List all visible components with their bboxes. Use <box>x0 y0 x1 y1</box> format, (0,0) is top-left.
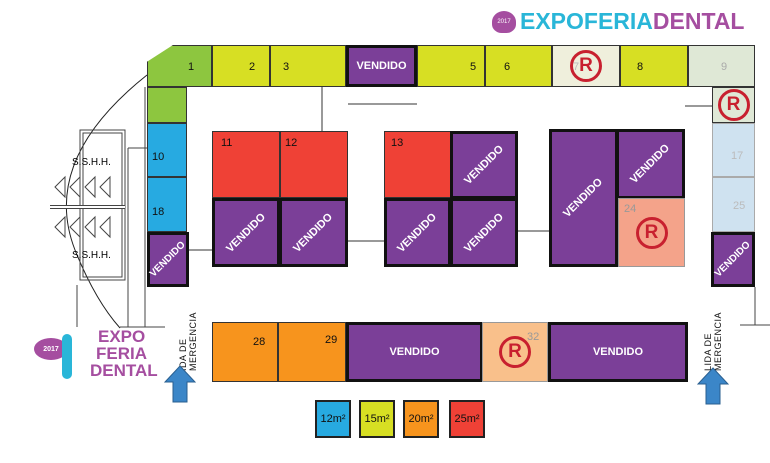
booth-number: 11 <box>221 137 233 149</box>
tooth-root-shape <box>62 334 72 379</box>
exit-arrow-icon[interactable] <box>164 365 196 403</box>
booth-sold[interactable]: VENDIDO <box>346 322 483 382</box>
booth-reserved[interactable]: R <box>712 87 755 123</box>
booth-number: 25 <box>733 200 746 212</box>
sold-label: VENDIDO <box>291 210 336 255</box>
booth-number: 8 <box>637 61 644 73</box>
exit-text: MERGENCIA <box>713 311 723 371</box>
restroom-label: S.S.H.H. <box>72 157 111 168</box>
logo-feria: FERIA <box>96 344 147 363</box>
logo-expo: EXPO <box>98 327 146 346</box>
legend-label: 20m² <box>408 413 434 425</box>
booth-29[interactable]: 29 <box>278 322 346 382</box>
sold-label: VENDIDO <box>561 176 606 220</box>
booth-number: 32 <box>527 331 540 343</box>
sold-label: VENDIDO <box>462 210 506 255</box>
sold-label: VENDIDO <box>713 239 753 280</box>
booth-5[interactable]: 5 <box>417 45 485 87</box>
legend-label: 25m² <box>454 413 480 425</box>
booth-sold[interactable]: VENDIDO <box>548 322 688 382</box>
logo-expo: EXPO <box>520 8 584 34</box>
booth-12[interactable]: 12 <box>280 131 348 198</box>
sold-label: VENDIDO <box>592 346 644 358</box>
booth-sold[interactable]: VENDIDO <box>384 198 451 267</box>
booth-28[interactable]: 28 <box>212 322 278 382</box>
booth-sold[interactable]: VENDIDO <box>450 198 518 267</box>
booth-number: 3 <box>283 61 290 73</box>
booth-sold[interactable]: VENDIDO <box>279 198 348 267</box>
sold-label: VENDIDO <box>628 142 673 186</box>
logo-top: 2017 EXPO FERIA DENTAL <box>492 8 744 35</box>
logo-dental: DENTAL <box>652 8 745 34</box>
legend-20m2: 20m² <box>403 400 439 438</box>
booth-10[interactable]: 10 <box>147 123 187 177</box>
sold-label: VENDIDO <box>224 210 268 255</box>
booth-25[interactable]: 25 <box>712 177 755 232</box>
legend-label: 15m² <box>364 413 390 425</box>
logo-feria: FERIA <box>583 8 653 34</box>
booth-number: 10 <box>152 151 165 163</box>
sold-label: VENDIDO <box>389 346 440 358</box>
legend-label: 12m² <box>320 413 346 425</box>
reserved-icon: R <box>717 89 750 121</box>
booth-sold[interactable]: VENDIDO <box>450 131 518 199</box>
booth-18[interactable]: 18 <box>147 177 187 232</box>
booth-sold[interactable]: VENDIDO <box>147 232 189 287</box>
tooth-logo-icon: 2017 <box>34 338 68 360</box>
booth-number: 7 <box>573 61 580 73</box>
exit-arrow-icon[interactable] <box>697 367 729 405</box>
reserved-icon: R <box>635 216 668 249</box>
booth-3[interactable]: 3 <box>270 45 346 87</box>
booth-13[interactable]: 13 <box>384 131 451 198</box>
booth-number: 24 <box>624 203 637 215</box>
booth-8[interactable]: 8 <box>620 45 688 87</box>
booth-number: 12 <box>285 137 298 149</box>
booth-sold[interactable]: VENDIDO <box>346 45 417 87</box>
booth-sold[interactable]: VENDIDO <box>711 232 755 287</box>
booth-number: 17 <box>731 150 744 162</box>
legend-25m2: 25m² <box>449 400 485 438</box>
booth-number: 29 <box>325 334 338 346</box>
sold-label: VENDIDO <box>148 239 188 280</box>
booth-green-left[interactable] <box>147 87 187 123</box>
booth-number: 28 <box>253 336 266 348</box>
booth-2[interactable]: 2 <box>212 45 270 87</box>
logo-bottom: 2017 EXPO FERIA DENTAL <box>34 327 158 384</box>
booth-6[interactable]: 6 <box>485 45 552 87</box>
booth-number: 1 <box>188 61 195 73</box>
restroom-label: S.S.H.H. <box>72 250 111 261</box>
booth-sold[interactable]: VENDIDO <box>616 129 685 199</box>
tooth-logo-icon: 2017 <box>492 10 516 33</box>
sold-label: VENDIDO <box>462 143 506 187</box>
booth-number: 18 <box>152 206 165 218</box>
logo-dental: DENTAL <box>90 361 158 380</box>
booth-sold[interactable]: VENDIDO <box>549 129 618 267</box>
booth-number: 6 <box>504 61 511 73</box>
booth-sold[interactable]: VENDIDO <box>212 198 280 267</box>
legend-12m2: 12m² <box>315 400 351 438</box>
booth-number: 2 <box>249 61 256 73</box>
reserved-icon: R <box>499 336 531 368</box>
sold-label: VENDIDO <box>395 210 440 255</box>
exit-text: LIDA DE <box>703 332 713 371</box>
booth-17[interactable]: 17 <box>712 123 755 177</box>
booth-number: 5 <box>470 61 477 73</box>
booth-11[interactable]: 11 <box>212 131 280 198</box>
reserved-icon: R <box>570 50 602 82</box>
booth-number: 13 <box>391 137 404 149</box>
booth-9[interactable]: 9 <box>688 45 755 87</box>
sold-label: VENDIDO <box>356 60 407 72</box>
legend-15m2: 15m² <box>359 400 395 438</box>
booth-number: 9 <box>721 61 728 73</box>
